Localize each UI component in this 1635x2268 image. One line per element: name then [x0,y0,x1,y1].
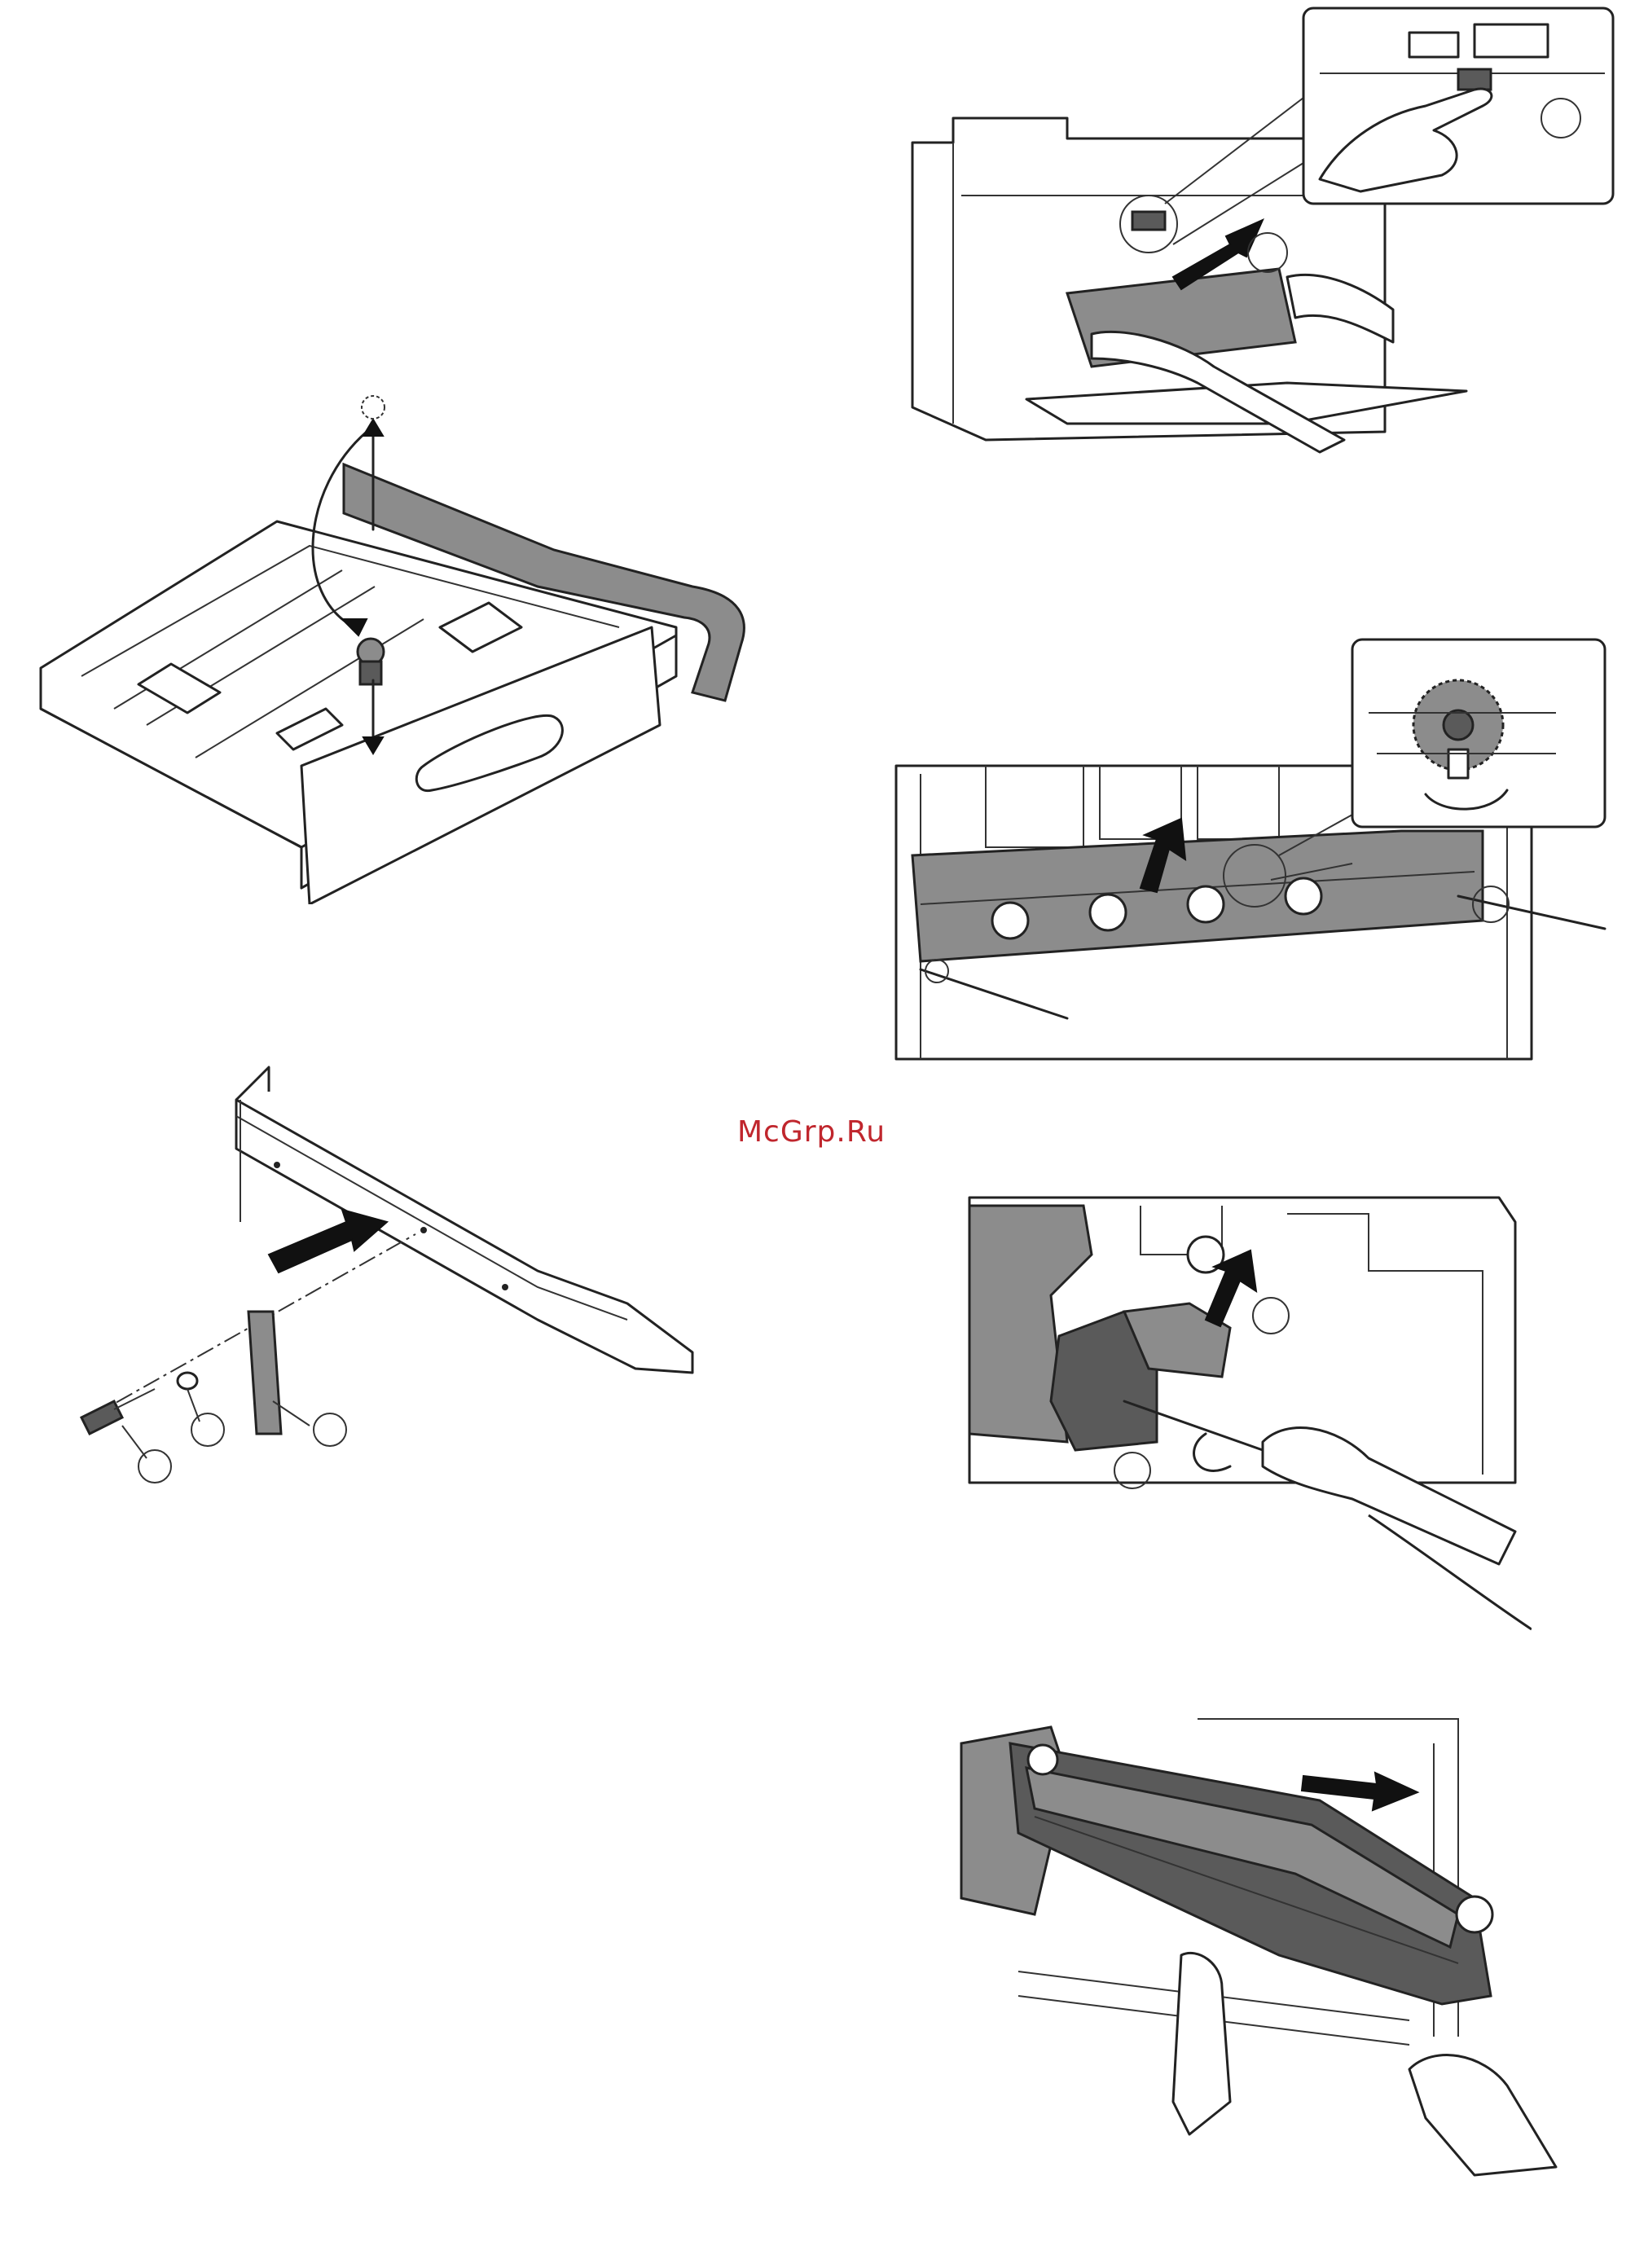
paper-tray-illustration [33,383,749,904]
figure-paper-tray [33,383,749,904]
drum-unit-illustration [953,1711,1605,2183]
process-unit-illustration [888,635,1621,1075]
front-cover-illustration [904,0,1621,464]
figure-side-rail-bracket [65,1059,717,1499]
watermark: McGrp.Ru [737,1108,916,1157]
figure-front-cover-removal [904,0,1621,464]
side-rail-illustration [65,1059,717,1499]
figure-lever-release [961,1189,1532,1646]
figure-process-unit-screws [888,635,1621,1075]
lever-release-illustration [961,1189,1532,1646]
figure-drum-unit-extraction [953,1711,1605,2183]
